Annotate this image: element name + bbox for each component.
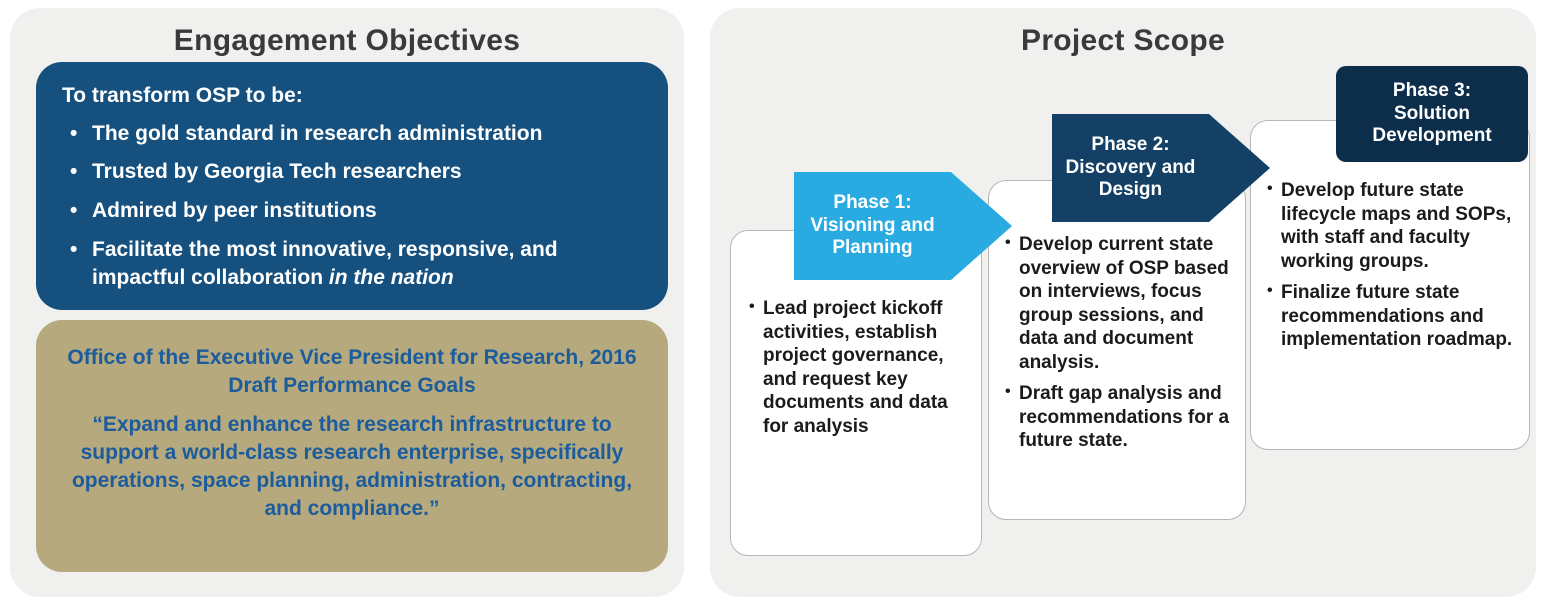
phase-3-header: Phase 3: Solution Development bbox=[1336, 66, 1528, 162]
objective-bullet: Admired by peer institutions bbox=[62, 197, 642, 225]
objective-bullet: Trusted by Georgia Tech researchers bbox=[62, 158, 642, 186]
phase-2-bullet: Develop current state overview of OSP ba… bbox=[1005, 233, 1233, 374]
objectives-intro: To transform OSP to be: bbox=[62, 84, 303, 107]
phase-2-bullet: Draft gap analysis and recommendations f… bbox=[1005, 382, 1233, 453]
objective-bullet-text: Facilitate the most innovative, responsi… bbox=[92, 237, 558, 289]
phase-3-subtitle: Solution Development bbox=[1372, 102, 1492, 147]
objective-bullet-italic: in the nation bbox=[328, 265, 454, 289]
engagement-objectives-title: Engagement Objectives bbox=[173, 24, 521, 57]
phase-3-label: Phase 3: Solution Development bbox=[1336, 80, 1528, 147]
objective-bullet: Facilitate the most innovative, responsi… bbox=[62, 236, 642, 291]
phase-3-bullet: Develop future state lifecycle maps and … bbox=[1267, 179, 1517, 273]
phase-2-card: Develop current state overview of OSP ba… bbox=[988, 180, 1246, 520]
phase-3-card: Develop future state lifecycle maps and … bbox=[1250, 120, 1530, 450]
phase-1-label: Phase 1: Visioning and Planning bbox=[794, 192, 951, 259]
phase-2-label: Phase 2: Discovery and Design bbox=[1052, 134, 1209, 201]
project-scope-panel: Project Scope Lead project kickoff activ… bbox=[710, 8, 1536, 597]
performance-goals-box: Office of the Executive Vice President f… bbox=[36, 320, 668, 572]
performance-goals-heading: Office of the Executive Vice President f… bbox=[67, 346, 637, 397]
phase-3-bullet: Finalize future state recommendations an… bbox=[1267, 281, 1517, 352]
phase-3-name: Phase 3: bbox=[1392, 80, 1472, 102]
phase-1-subtitle: Visioning and Planning bbox=[810, 214, 935, 259]
phase-1-name: Phase 1: bbox=[833, 192, 912, 214]
project-scope-title: Project Scope bbox=[1021, 24, 1225, 57]
objective-bullet: The gold standard in research administra… bbox=[62, 120, 642, 148]
phase-2-subtitle: Discovery and Design bbox=[1065, 156, 1196, 201]
performance-goals-quote: “Expand and enhance the research infrast… bbox=[71, 413, 633, 520]
objectives-box: To transform OSP to be: The gold standar… bbox=[36, 62, 668, 310]
phase-2-name: Phase 2: bbox=[1091, 134, 1170, 156]
phase-1-bullet: Lead project kickoff activities, establi… bbox=[749, 297, 967, 438]
engagement-objectives-panel: Engagement Objectives To transform OSP t… bbox=[10, 8, 684, 597]
phase-1-card: Lead project kickoff activities, establi… bbox=[730, 230, 982, 556]
